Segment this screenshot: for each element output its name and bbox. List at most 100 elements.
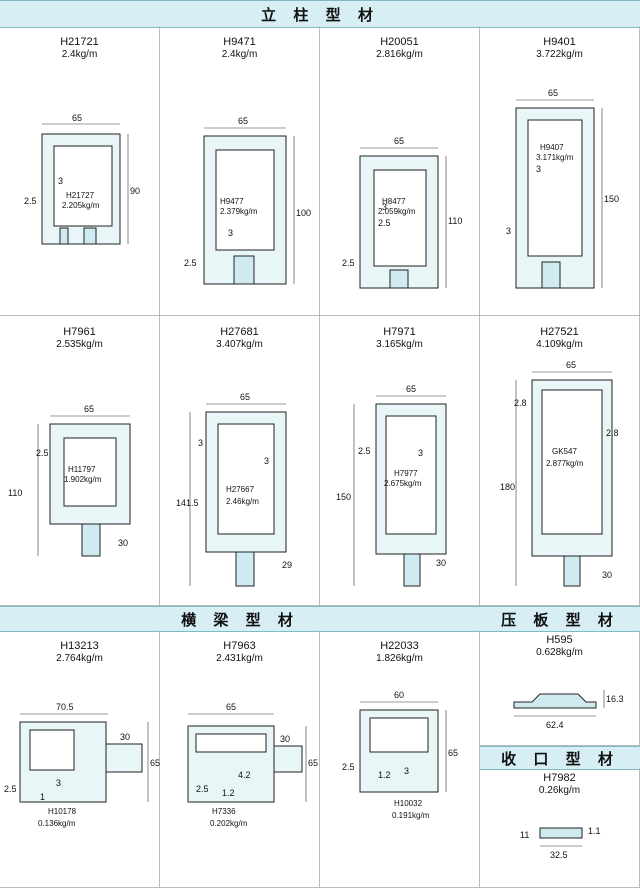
dim-label: 2.5 (36, 448, 49, 458)
profile-drawing: 65 90 3 2.5 H21727 2.205kg/m (24, 113, 140, 245)
dim-label: 3 (264, 456, 269, 466)
dim-label: 3 (404, 766, 409, 776)
inner-code: H9407 (540, 143, 564, 152)
inner-code: H21727 (66, 191, 95, 200)
dim-label: 11 (520, 830, 529, 840)
profile-drawing: 11 1.1 32.5 (520, 826, 601, 860)
profile-weight: 1.826kg/m (376, 653, 423, 664)
profile-weight: 0.26kg/m (538, 785, 581, 796)
dim-label: 2.8 (514, 398, 527, 408)
inner-weight: 0.136kg/m (38, 819, 76, 828)
dim-label: 3 (418, 448, 423, 458)
dim-label: 16.3 (606, 694, 624, 704)
profile-drawing: 65 110 3 2.5 2.5 H8477 2.059kg/m (342, 136, 462, 289)
profile-drawing: 65 110 2.5 30 H11797 1.902kg/m (8, 404, 131, 557)
dim-label: 2.5 (342, 258, 355, 268)
profile-weight: 2.764kg/m (56, 653, 103, 664)
dim-label: 3 (58, 176, 63, 186)
profile-code: H27521 (540, 326, 579, 338)
dim-label: 70.5 (56, 702, 74, 712)
profile-weight: 2.4kg/m (221, 49, 258, 60)
profile-drawing: 65 100 3 2.5 H9477 2.379kg/m (184, 116, 311, 285)
dim-label: 2.5 (358, 446, 371, 456)
inner-code: H11797 (68, 465, 96, 474)
profile-drawing: 16.3 62.4 (513, 690, 624, 730)
inner-weight: 2.059kg/m (378, 207, 416, 216)
inner-weight: 3.171kg/m (536, 153, 574, 162)
profile-weight: 2.816kg/m (376, 49, 423, 60)
dim-label: 65 (72, 113, 82, 123)
profile-weight: 3.407kg/m (216, 339, 263, 350)
profile-drawing: 70.5 30 65 3 2.5 1 H10178 0.136kg/m (4, 702, 160, 828)
inner-code: H8477 (382, 197, 406, 206)
dim-label: 1 (40, 792, 45, 802)
profile-cell: H595 0.628kg/m 16.3 62.4 (480, 630, 640, 746)
dim-label: 29 (282, 560, 292, 570)
inner-code: H10178 (48, 807, 77, 816)
inner-code: H7336 (212, 807, 236, 816)
dim-label: 65 (150, 758, 160, 768)
inner-weight: 2.675kg/m (384, 479, 422, 488)
profile-cell: H27681 3.407kg/m 65 141.5 3 3 29 H27667 … (160, 316, 320, 606)
inner-code: H9477 (220, 197, 244, 206)
dim-label: 60 (394, 690, 404, 700)
dim-label: 65 (394, 136, 404, 146)
profile-cell: H7963 2.431kg/m 65 30 65 4.2 2.5 1.2 H73… (160, 630, 320, 888)
dim-label: 65 (238, 116, 248, 126)
profile-drawing: 60 65 3 2.5 1.2 H10032 0.191kg/m (342, 690, 458, 820)
profile-cell: H20051 2.816kg/m 65 110 3 2.5 2.5 H8477 … (320, 26, 480, 316)
dim-label: 150 (604, 194, 619, 204)
profile-cell: H7961 2.535kg/m 65 110 2.5 30 H11797 1.9… (0, 316, 160, 606)
profile-code: H13213 (60, 640, 99, 652)
dim-label: 65 (406, 384, 416, 394)
profile-code: H27681 (220, 326, 259, 338)
inner-code: H10032 (394, 799, 423, 808)
profile-code: H595 (546, 634, 573, 646)
dim-label: 2.5 (196, 784, 209, 794)
section-title: 横 梁 型 材 (181, 610, 299, 629)
dim-label: 65 (308, 758, 318, 768)
dim-label: 62.4 (546, 720, 564, 730)
profile-code: H7963 (223, 640, 256, 652)
profile-code: H21721 (60, 36, 99, 48)
dim-label: 3 (506, 226, 511, 236)
dim-label: 3 (382, 202, 387, 212)
profile-drawing: 65 150 3 3 H9407 3.171kg/m (506, 88, 619, 289)
profile-weight: 3.722kg/m (536, 49, 583, 60)
dim-label: 141.5 (176, 498, 199, 508)
section-title: 压 板 型 材 (501, 610, 619, 629)
dim-label: 65 (448, 748, 458, 758)
dim-label: 30 (602, 570, 612, 580)
profile-code: H9471 (223, 36, 256, 48)
dim-label: 2.5 (342, 762, 355, 772)
dim-label: 32.5 (550, 850, 568, 860)
dim-label: 3 (536, 164, 541, 174)
inner-code: GK547 (552, 447, 577, 456)
section-header-columns: 立 柱 型 材 (0, 0, 640, 28)
dim-label: 65 (566, 360, 576, 370)
dim-label: 65 (240, 392, 250, 402)
dim-label: 1.2 (222, 788, 235, 798)
inner-weight: 1.902kg/m (64, 475, 102, 484)
dim-label: 150 (336, 492, 351, 502)
profile-code: H22033 (380, 640, 419, 652)
dim-label: 30 (118, 538, 128, 548)
dim-label: 2.5 (378, 218, 391, 228)
dim-label: 2.8 (606, 428, 619, 438)
profile-code: H9401 (543, 36, 576, 48)
profile-code: H7971 (383, 326, 416, 338)
profile-weight: 4.109kg/m (536, 339, 583, 350)
profile-drawing: 65 141.5 3 3 29 H27667 2.46kg/m (176, 392, 292, 587)
profile-cell: H9471 2.4kg/m 65 100 3 2.5 H9477 2.379kg… (160, 26, 320, 316)
dim-label: 2.5 (24, 196, 37, 206)
profile-cell: H9401 3.722kg/m 65 150 3 3 H9407 3.171kg… (480, 26, 640, 316)
dim-label: 2.5 (4, 784, 17, 794)
dim-label: 1.2 (378, 770, 391, 780)
profile-weight: 2.535kg/m (56, 339, 103, 350)
dim-label: 3 (56, 778, 61, 788)
inner-weight: 2.379kg/m (220, 207, 258, 216)
dim-label: 3 (228, 228, 233, 238)
inner-code: H27667 (226, 485, 255, 494)
section-header-beams: 横 梁 型 材 (0, 606, 480, 632)
inner-weight: 0.191kg/m (392, 811, 430, 820)
